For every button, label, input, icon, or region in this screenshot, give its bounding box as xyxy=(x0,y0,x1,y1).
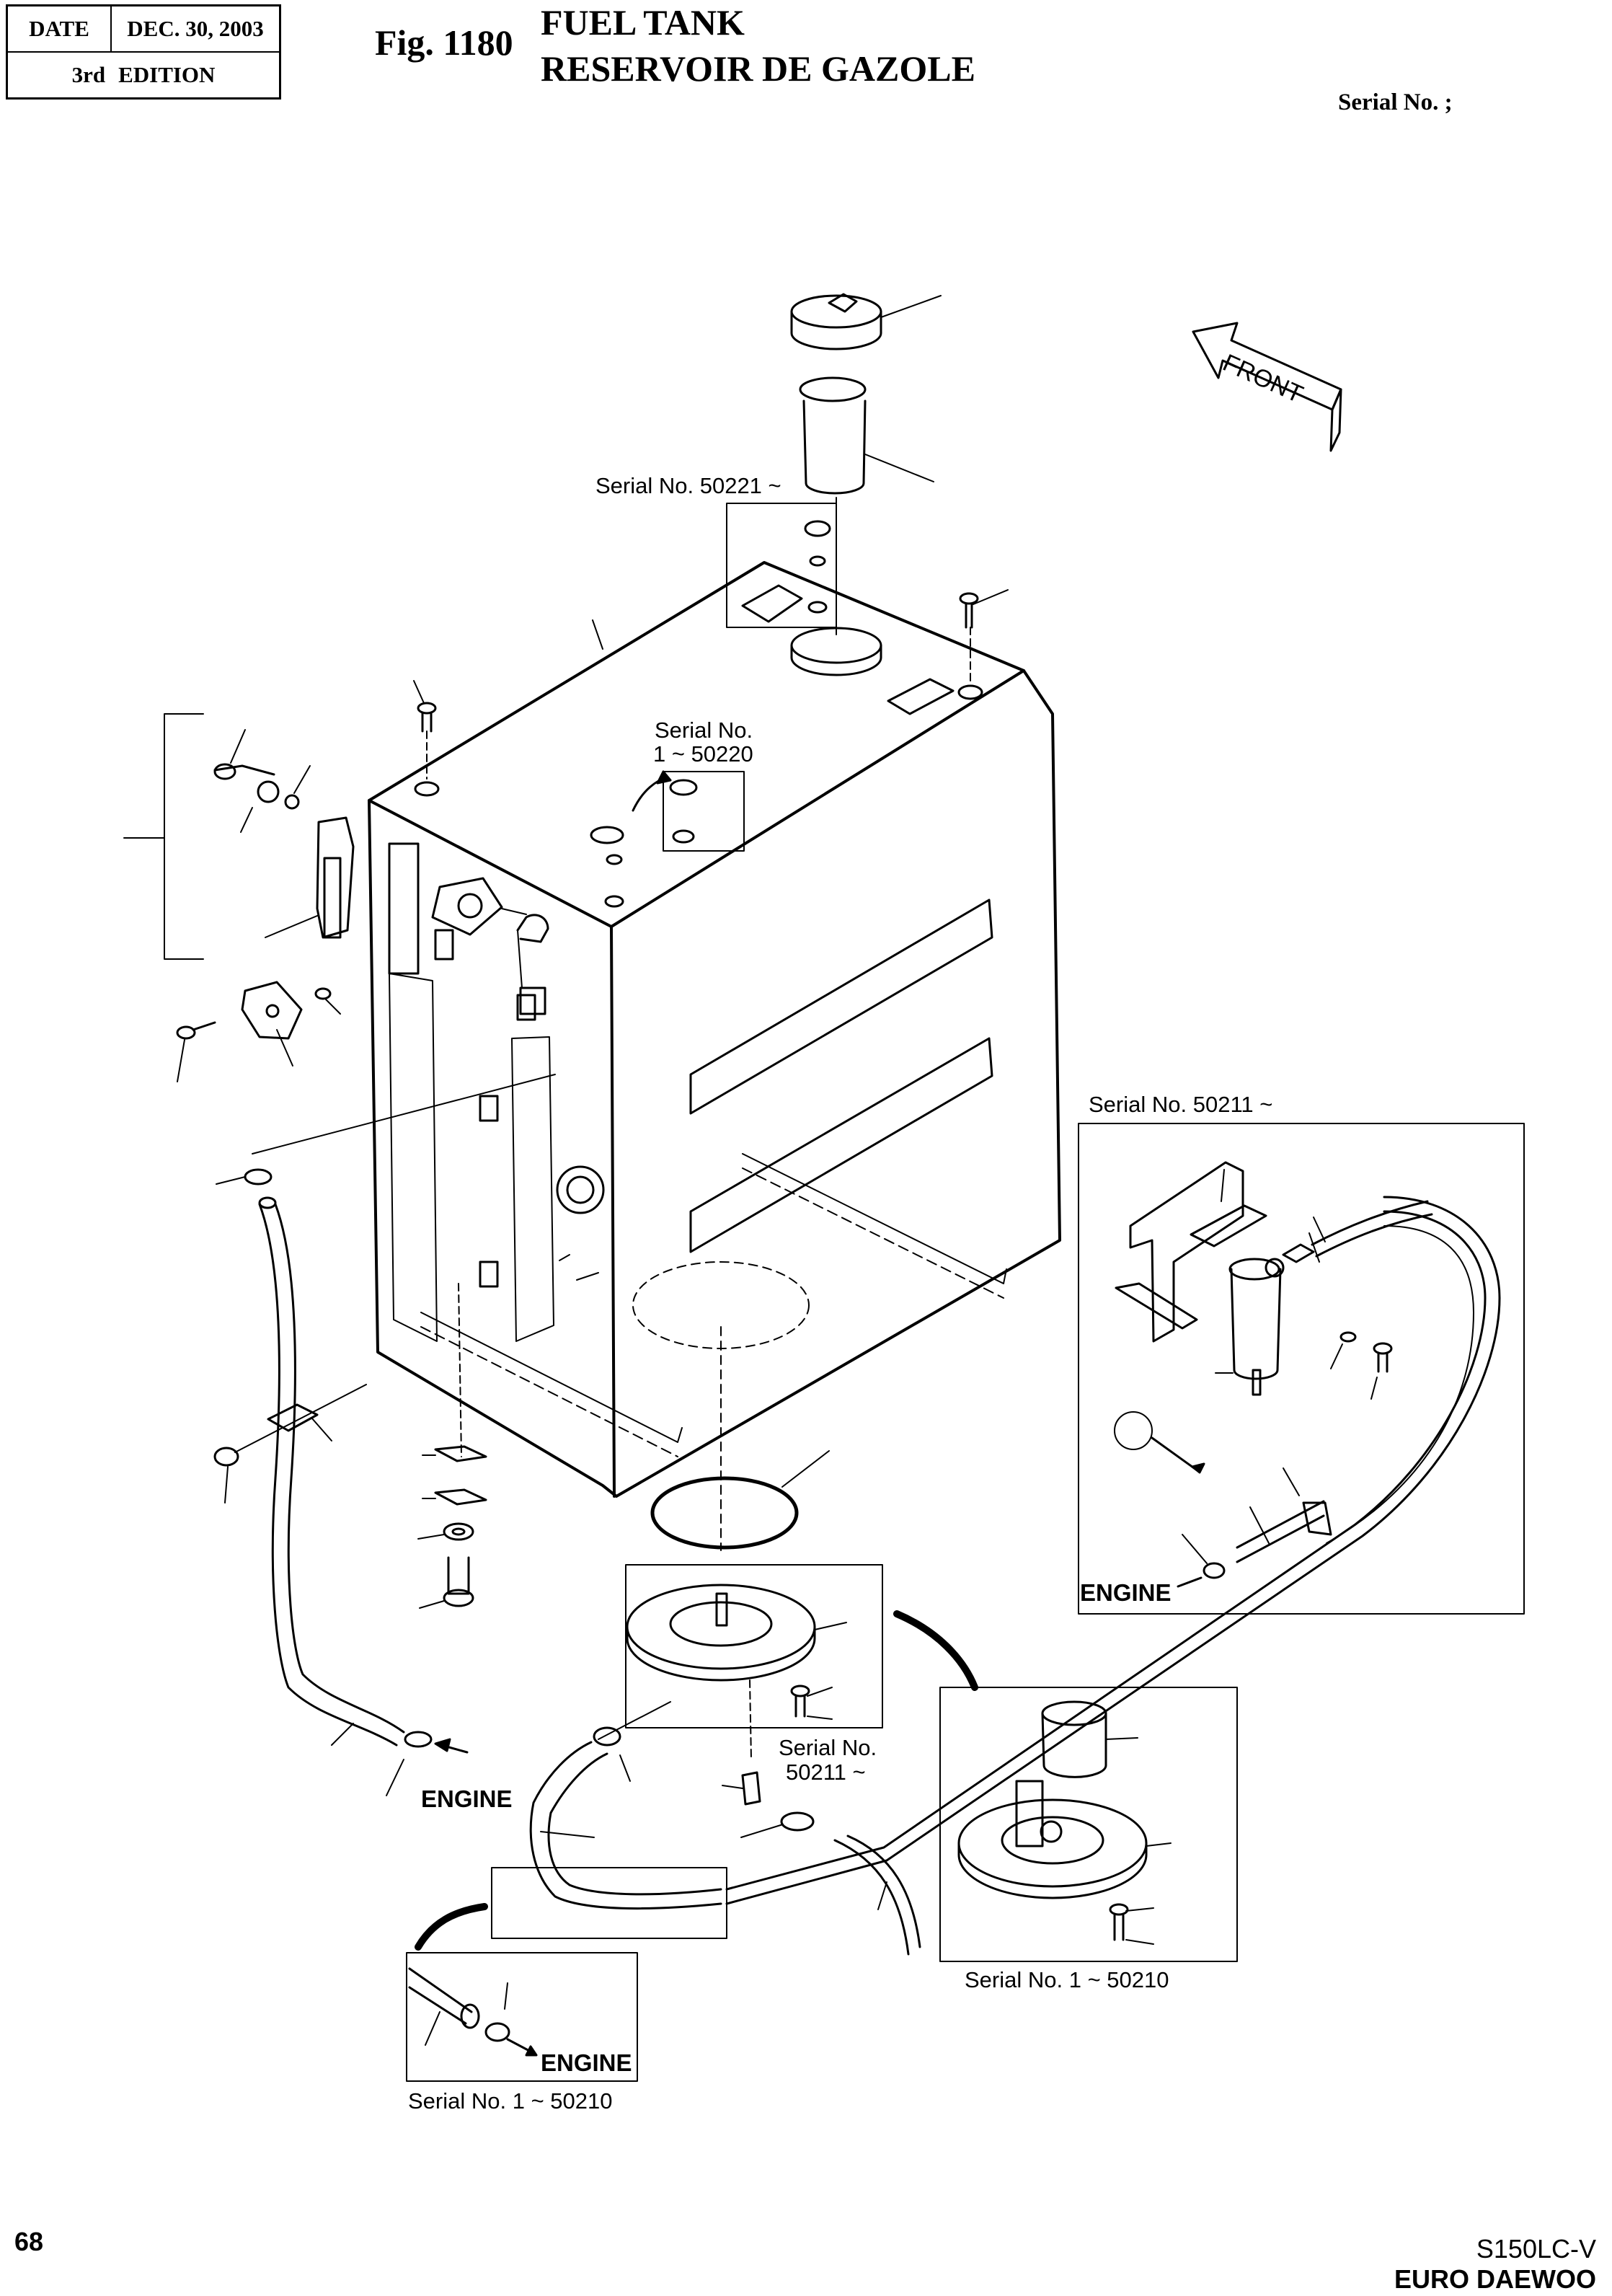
suction-plate-icon xyxy=(626,1584,847,1720)
tank-bolt-icon xyxy=(413,680,440,797)
serial-header: Serial No. ; xyxy=(1338,89,1453,115)
fuel-cap-icon xyxy=(790,293,942,350)
date-value: DEC. 30, 2003 xyxy=(127,16,264,41)
strainer-old-icon xyxy=(957,1700,1172,1945)
serial-50211-top-label: Serial No. 50211 ~ xyxy=(1089,1092,1273,1117)
hose-clamp-icon xyxy=(213,1384,367,1504)
edition-row: 3rd EDITION xyxy=(8,53,279,97)
serial-50211-mid-label-b: 50211 ~ xyxy=(786,1759,866,1785)
page-number: 68 xyxy=(14,2227,44,2256)
serial-1-50210-left-frame xyxy=(406,1952,638,2082)
hose-end-icon xyxy=(408,1967,538,2057)
engine-label-right: ENGINE xyxy=(1080,1579,1172,1606)
page-title-fr: RESERVOIR DE GAZOLE xyxy=(541,48,975,89)
serial-1-50210-right-label: Serial No. 1 ~ 50210 xyxy=(965,1967,1169,1992)
engine-label-bottom: ENGINE xyxy=(541,2049,632,2076)
model-name: S150LC-V xyxy=(1476,2234,1596,2264)
serial-1-50210-left-label: Serial No. 1 ~ 50210 xyxy=(408,2088,613,2114)
figure-number: Fig. 1180 xyxy=(375,22,513,63)
date-label: DATE xyxy=(8,6,112,51)
brand-name: EURO DAEWOO xyxy=(1394,2264,1596,2294)
o-ring-icon xyxy=(650,1476,799,1550)
bolt-icon xyxy=(957,589,1009,700)
pipe-clamp-icon xyxy=(1177,1467,1332,1588)
fuel-pipe-icon xyxy=(725,1196,1501,1956)
suction-hose-icon xyxy=(529,1701,722,1910)
strainer-icon xyxy=(799,376,934,495)
edition-date-row: DATE DEC. 30, 2003 xyxy=(8,6,279,53)
fitting-icon xyxy=(722,1679,815,1838)
connector-arrow-left xyxy=(415,1903,488,1951)
front-arrow-icon xyxy=(1192,322,1342,452)
elbow-fitting-icon xyxy=(516,914,549,1015)
breather-icon xyxy=(741,520,831,623)
serial-1-50210-right-frame xyxy=(939,1687,1238,1962)
serial-1-50220-frame xyxy=(663,771,745,852)
breather-old-icon xyxy=(590,770,698,908)
serial-1-50220-label-a: Serial No. xyxy=(655,718,753,743)
mounting-hardware-icon xyxy=(417,1254,599,1609)
water-separator-icon xyxy=(1114,1161,1433,1474)
callout-box xyxy=(491,1867,727,1939)
page-title-en: FUEL TANK xyxy=(541,2,745,43)
connector-arrow-right xyxy=(893,1610,978,1691)
engine-label-left: ENGINE xyxy=(421,1785,513,1812)
serial-50211-mid-label-a: Serial No. xyxy=(779,1735,877,1760)
serial-1-50220-label-b: 1 ~ 50220 xyxy=(653,741,753,767)
fuel-tank-body xyxy=(368,561,1061,1551)
edition-prefix: 3rd xyxy=(71,62,106,87)
serial-50211-frame xyxy=(1078,1123,1525,1615)
serial-50221-label: Serial No. 50221 ~ xyxy=(595,473,781,498)
bracket-group xyxy=(123,713,355,960)
return-hose-icon xyxy=(216,1074,556,1796)
cover-plate-icon xyxy=(176,877,527,1082)
suction-plate-frame xyxy=(625,1564,883,1728)
edition-label: EDITION xyxy=(118,62,216,87)
edition-box: DATE DEC. 30, 2003 3rd EDITION xyxy=(6,4,281,100)
